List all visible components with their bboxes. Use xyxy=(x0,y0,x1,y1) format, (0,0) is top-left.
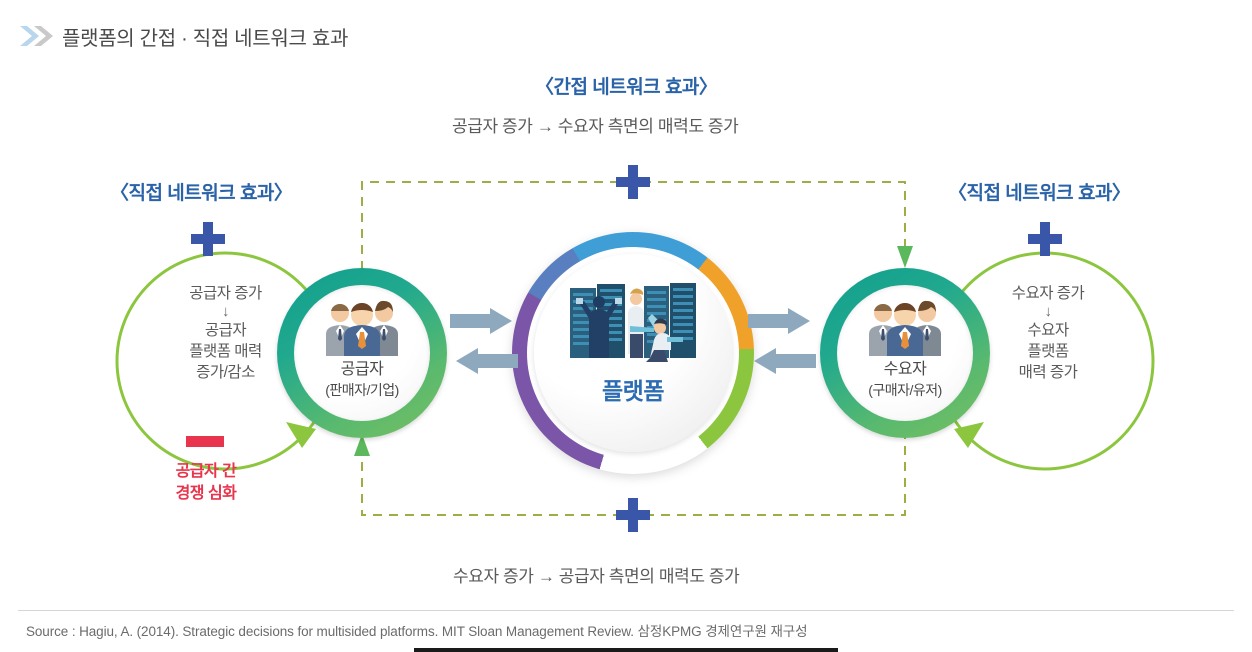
right-loop-line1: 수요자 증가 xyxy=(1011,285,1085,302)
data-center-servers-icon xyxy=(570,283,696,362)
supplier-node[interactable]: 공급자 (판매자/기업) xyxy=(277,268,447,438)
left-loop-line4: 증가/감소 xyxy=(196,364,255,381)
bidirectional-arrows-icon xyxy=(450,308,518,374)
left-loop-line3: 플랫폼 매력 xyxy=(189,343,262,360)
source-divider xyxy=(18,610,1234,611)
page-header: 플랫폼의 간접 · 직접 네트워크 효과 xyxy=(0,10,1252,54)
plus-sign-right xyxy=(1028,222,1062,256)
indirect-effect-description-bottom: 수요자 증가 → 공급자 측면의 매력도 증가 xyxy=(453,567,740,586)
source-note: Source : Hagiu, A. (2014). Strategic dec… xyxy=(26,624,808,639)
direct-effect-heading-right: 〈직접 네트워크 효과〉 xyxy=(948,183,1131,204)
supplier-competition-warning: 공급자 간 경쟁 심화 xyxy=(130,461,282,505)
indirect-effect-heading-top: 〈간접 네트워크 효과〉 xyxy=(535,77,718,98)
left-loop-line1: 공급자 증가 xyxy=(189,285,262,302)
double-chevron-right-icon xyxy=(20,26,53,46)
demand-label: 수요자 xyxy=(883,361,927,378)
demand-sublabel: (구매자/유저) xyxy=(868,382,942,398)
bidirectional-arrows-icon xyxy=(748,308,816,374)
right-loop-line2: 수요자 xyxy=(1027,322,1069,339)
platform-node[interactable]: 플랫폼 xyxy=(512,232,754,474)
left-loop-line2: 공급자 xyxy=(204,322,247,339)
business-people-group-icon xyxy=(869,300,941,356)
bottom-accent-bar xyxy=(414,648,838,652)
supplier-label-block: 공급자 (판매자/기업) xyxy=(277,360,447,400)
right-loop-text: 수요자 증가 ↓ 수요자 플랫폼 매력 증가 xyxy=(962,283,1134,383)
demand-label-block: 수요자 (구매자/유저) xyxy=(820,360,990,400)
minus-sign-left xyxy=(186,436,224,447)
page-title: 플랫폼의 간접 · 직접 네트워크 효과 xyxy=(62,28,349,50)
plus-sign-left xyxy=(191,222,225,256)
right-loop-line4: 매력 증가 xyxy=(1018,364,1078,381)
warning-line2: 경쟁 심화 xyxy=(175,485,237,502)
plus-sign-top xyxy=(616,165,650,199)
supplier-sublabel: (판매자/기업) xyxy=(325,382,399,398)
right-loop-line3: 플랫폼 xyxy=(1027,343,1069,360)
left-loop-text: 공급자 증가 ↓ 공급자 플랫폼 매력 증가/감소 xyxy=(133,283,318,383)
plus-sign-bottom xyxy=(616,498,650,532)
demand-node[interactable]: 수요자 (구매자/유저) xyxy=(820,268,990,438)
indirect-effect-description-top: 공급자 증가 → 수요자 측면의 매력도 증가 xyxy=(452,117,739,136)
direct-effect-heading-left: 〈직접 네트워크 효과〉 xyxy=(110,183,293,204)
business-people-group-icon xyxy=(326,300,398,356)
left-loop-arrow: ↓ xyxy=(222,303,230,320)
supplier-label: 공급자 xyxy=(340,361,384,378)
platform-label: 플랫폼 xyxy=(602,378,664,404)
warning-line1: 공급자 간 xyxy=(175,463,237,480)
right-loop-arrow: ↓ xyxy=(1044,303,1053,320)
